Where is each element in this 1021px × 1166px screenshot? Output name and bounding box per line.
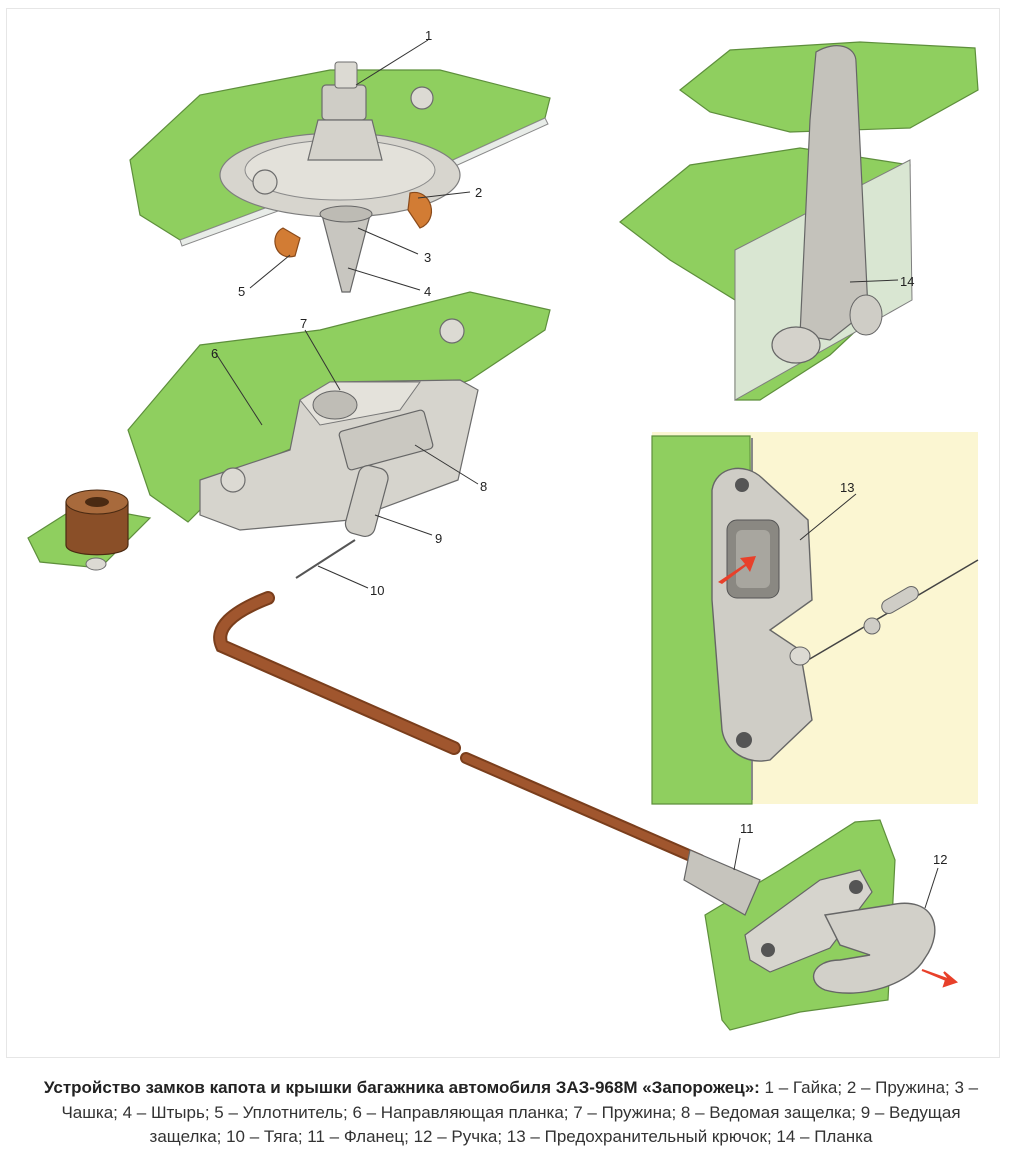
caption-text: 1 – Гайка; 2 – Пружина; 3 – Чашка; 4 – Ш… — [61, 1078, 979, 1146]
label-3: 3 — [424, 250, 431, 265]
pull-direction-arrow — [921, 969, 959, 988]
bolt-bottom — [220, 467, 246, 493]
latch-diagram: 1 2 3 4 5 6 7 8 9 10 11 12 13 14 — [27, 28, 979, 1031]
bolt-left — [252, 169, 278, 195]
pin-body — [307, 119, 383, 161]
caption-title: Устройство замков капота и крышки багажн… — [43, 1078, 760, 1097]
strip-hinge — [771, 326, 821, 364]
label-9: 9 — [435, 531, 442, 546]
label-2: 2 — [475, 185, 482, 200]
label-1: 1 — [425, 28, 432, 43]
label-8: 8 — [480, 479, 487, 494]
driven-latch — [338, 409, 434, 471]
latch-spring — [312, 390, 358, 420]
bolt-top — [439, 318, 465, 344]
label-7: 7 — [300, 316, 307, 331]
drive-latch — [344, 464, 389, 538]
pin-spike — [321, 214, 371, 293]
hook-red-arrow — [718, 556, 756, 584]
label-13: 13 — [840, 480, 854, 495]
safety-hook-inset — [651, 432, 979, 805]
label-12: 12 — [933, 852, 947, 867]
label-6: 6 — [211, 346, 218, 361]
bumper-stop — [27, 489, 152, 571]
seal-left — [274, 227, 301, 258]
bolt-right — [410, 86, 434, 110]
label-11: 11 — [740, 821, 754, 836]
label-10: 10 — [370, 583, 384, 598]
hood-pin-assembly — [129, 39, 551, 293]
pull-handle — [813, 902, 936, 994]
latch-housing-assembly — [127, 291, 551, 589]
trunk-strip-assembly — [619, 41, 979, 401]
seal-right — [407, 192, 432, 229]
flange-sleeve — [683, 849, 761, 916]
pin-nut — [321, 84, 367, 121]
label-4: 4 — [424, 284, 431, 299]
main-rod — [213, 591, 706, 866]
label-5: 5 — [238, 284, 245, 299]
pull-rod-thin — [295, 539, 356, 579]
handle-assembly — [683, 819, 959, 1031]
label-14: 14 — [900, 274, 914, 289]
figure-caption: Устройство замков капота и крышки багажн… — [30, 1076, 992, 1166]
